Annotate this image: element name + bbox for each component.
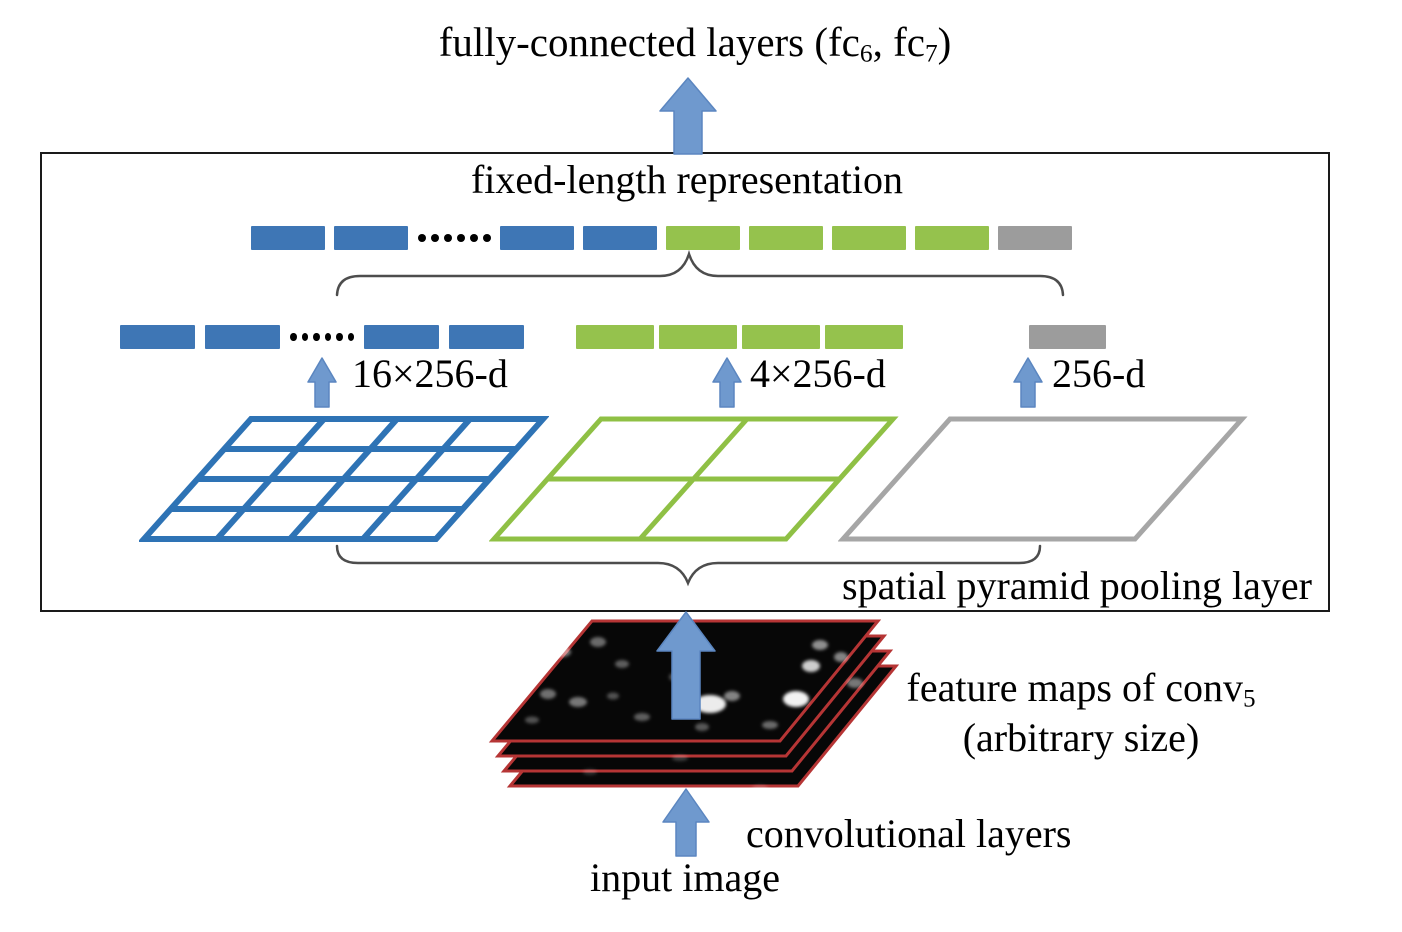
input-image-label: input image xyxy=(590,855,780,900)
conv5-feature-maps xyxy=(488,619,900,791)
pooling-grid-4x4 xyxy=(139,416,549,542)
ellipsis-dots xyxy=(290,325,354,349)
spp-layer-label: spatial pyramid pooling layer xyxy=(842,563,1312,608)
fc7-subscript: 7 xyxy=(924,39,938,68)
blue-vector-bar xyxy=(205,325,280,349)
convolutional-layers-label: convolutional layers xyxy=(746,811,1072,856)
ellipsis-dots xyxy=(417,226,491,250)
gray-vector-bar xyxy=(1029,325,1106,349)
green-vector-bar xyxy=(749,226,823,250)
arrow-to-fc-layers xyxy=(659,77,717,155)
arbitrary-size-label: (arbitrary size) xyxy=(962,714,1200,760)
blue-vector-bar xyxy=(449,325,524,349)
pooled-vector-1bin xyxy=(1029,325,1106,349)
green-vector-bar xyxy=(742,325,820,349)
blue-vector-bar xyxy=(251,226,325,250)
dim-label-4x256: 4×256-d xyxy=(750,351,886,396)
pooled-vector-16bins xyxy=(120,325,524,349)
fc-label-text-mid: , fc xyxy=(872,19,925,65)
green-vector-bar xyxy=(659,325,737,349)
fully-connected-layers-label: fully-connected layers (fc6, fc7) xyxy=(438,19,952,69)
green-vector-bar xyxy=(666,226,740,250)
blue-vector-bar xyxy=(583,226,657,250)
green-vector-bar xyxy=(915,226,989,250)
green-vector-bar xyxy=(832,226,906,250)
pooled-vector-4bins xyxy=(576,325,903,349)
conv5-subscript: 5 xyxy=(1243,685,1256,713)
blue-vector-bar xyxy=(364,325,439,349)
blue-vector-bar xyxy=(120,325,195,349)
pooling-grid-1x1 xyxy=(838,416,1248,542)
fixed-length-vector xyxy=(251,226,1072,250)
dim-label-16x256: 16×256-d xyxy=(352,351,508,396)
feature-maps-text: feature maps of conv xyxy=(906,665,1244,710)
green-vector-bar xyxy=(825,325,903,349)
green-vector-bar xyxy=(576,325,654,349)
feature-maps-label: feature maps of conv5 xyxy=(886,664,1276,714)
blue-vector-bar xyxy=(500,226,574,250)
fixed-length-representation-label: fixed-length representation xyxy=(470,157,904,202)
fc-label-text: fully-connected layers (fc xyxy=(438,19,860,65)
feature-maps-caption: feature maps of conv5 (arbitrary size) xyxy=(886,664,1276,761)
fc-label-text-end: ) xyxy=(937,19,952,65)
blue-vector-bar xyxy=(334,226,408,250)
fc6-subscript: 6 xyxy=(859,39,873,68)
pooling-grid-2x2 xyxy=(489,416,899,542)
dim-label-256: 256-d xyxy=(1052,351,1146,396)
gray-vector-bar xyxy=(998,226,1072,250)
